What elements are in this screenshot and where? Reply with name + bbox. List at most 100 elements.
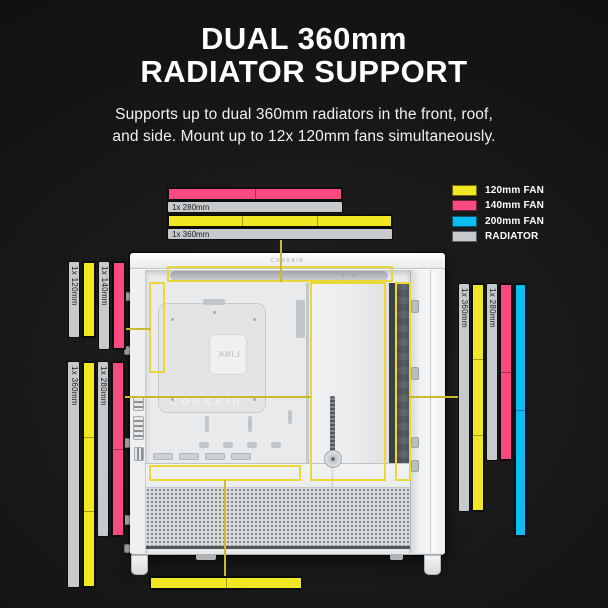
fan-segment bbox=[169, 189, 255, 199]
panel-clip bbox=[411, 460, 419, 472]
page-subtitle: Supports up to dual 360mm radiators in t… bbox=[112, 106, 496, 145]
legend-row-radiator: RADIATOR bbox=[452, 231, 544, 243]
fan-mount-notch bbox=[199, 442, 209, 448]
cable-cutout bbox=[205, 416, 209, 432]
case-front-panel bbox=[410, 270, 445, 553]
front-filter-mount-zone bbox=[395, 282, 411, 481]
fan-segment bbox=[169, 216, 242, 226]
front-120mm-radiator-bar: 1x 120mm bbox=[68, 261, 80, 338]
fan-mount-notch bbox=[247, 442, 257, 448]
fan-mount-notch bbox=[223, 442, 233, 448]
legend-label-radiator: RADIATOR bbox=[485, 231, 539, 242]
front-280mm-fan-bar bbox=[111, 361, 125, 537]
panel-clip bbox=[411, 367, 419, 380]
front-360mm-radiator-bar: 1x 360mm bbox=[67, 361, 80, 588]
rear-knob bbox=[124, 544, 130, 553]
standoff-dot bbox=[253, 318, 256, 321]
page-title: DUAL 360mm RADIATOR SUPPORT bbox=[140, 21, 468, 89]
cable-cutout bbox=[296, 300, 305, 338]
standoff-dot bbox=[253, 398, 256, 401]
roof-fan-rail bbox=[170, 271, 388, 281]
fan-segment bbox=[473, 359, 483, 434]
front-140mm-radiator-bar: 1x 140mm bbox=[98, 261, 110, 350]
side-280mm-radiator-bar: 1x 280mm bbox=[486, 283, 498, 461]
shroud-vent-slot bbox=[153, 453, 173, 460]
case-bottom-tab bbox=[196, 555, 216, 560]
rail-brand-text: CORSAIR bbox=[330, 466, 335, 488]
fan-segment bbox=[516, 285, 525, 410]
legend-label-200mm-fan: 200mm FAN bbox=[485, 215, 545, 227]
legend-row-200mm-fan: 200mm FAN bbox=[452, 215, 544, 227]
front-140mm-fan-bar bbox=[112, 261, 126, 350]
panel-clip bbox=[411, 300, 419, 313]
fan-segment bbox=[84, 263, 94, 336]
cable-cutout bbox=[248, 416, 252, 432]
fan-segment bbox=[84, 436, 94, 512]
roof-140mm-fan-bar bbox=[167, 187, 343, 201]
fan-segment bbox=[516, 409, 525, 536]
standoff-dot bbox=[171, 318, 174, 321]
shroud-vent-slot bbox=[205, 453, 225, 460]
fan-segment bbox=[501, 371, 511, 460]
legend-label-140mm-fan: 140mm FAN bbox=[485, 200, 545, 211]
icue-link-hub: LINK bbox=[209, 334, 247, 375]
legend-swatch-radiator bbox=[452, 231, 477, 242]
case-foot bbox=[424, 555, 441, 575]
side-mount-panel bbox=[311, 283, 389, 480]
legend-row-140mm-fan: 140mm FAN bbox=[452, 200, 544, 212]
connector-line-bottom bbox=[224, 480, 226, 577]
fan-segment bbox=[113, 448, 123, 536]
legend-swatch-120mm-fan bbox=[452, 184, 477, 196]
legend-swatch-200mm-fan bbox=[452, 215, 477, 227]
legend-swatch-140mm-fan bbox=[452, 200, 477, 211]
tray-tab bbox=[203, 299, 225, 305]
shroud-vent-slot bbox=[179, 453, 199, 460]
standoff-dot bbox=[171, 398, 174, 401]
front-upper-mount-zone bbox=[149, 282, 165, 373]
pci-slot-covers bbox=[133, 416, 144, 440]
screw-icon bbox=[342, 274, 345, 277]
fan-segment bbox=[84, 363, 94, 437]
cable-anchor-center bbox=[331, 457, 335, 461]
case-foot bbox=[131, 555, 148, 575]
connector-line-roof bbox=[280, 239, 282, 282]
fan-segment bbox=[84, 511, 94, 586]
rear-knob bbox=[124, 346, 130, 355]
hub-label: LINK bbox=[216, 350, 240, 359]
fan-segment bbox=[151, 578, 226, 588]
connector-line-front-lower bbox=[124, 396, 311, 398]
fan-segment bbox=[225, 578, 302, 588]
roof-120mm-fan-bar bbox=[167, 214, 393, 228]
standoff-dot bbox=[213, 311, 216, 314]
front-filter-groove bbox=[389, 283, 397, 480]
legend-row-120mm-fan: 120mm FAN bbox=[452, 184, 544, 196]
psu-shroud bbox=[146, 463, 410, 487]
roof-280mm-radiator-bar: 1x 280mm bbox=[167, 201, 343, 213]
legend-label-120mm-fan: 120mm FAN bbox=[485, 184, 545, 196]
front-360mm-fan-bar bbox=[82, 361, 96, 588]
case-bottom-tab bbox=[390, 555, 403, 560]
panel-clip bbox=[411, 437, 419, 448]
fan-segment bbox=[113, 363, 123, 449]
fan-segment bbox=[316, 216, 391, 226]
side-200mm-fan-bar bbox=[514, 283, 527, 537]
cable-tie-rail bbox=[330, 396, 335, 453]
roof-360mm-radiator-bar: 1x 360mm bbox=[167, 228, 393, 240]
tray-brand-text: CORSAIR bbox=[170, 397, 245, 408]
front-dust-filter bbox=[397, 283, 410, 480]
fan-mount-notch bbox=[271, 442, 281, 448]
side-120mm-fan-bar bbox=[471, 283, 485, 512]
shroud-mount-zone bbox=[149, 465, 301, 481]
case-rear-panel bbox=[130, 270, 146, 553]
cable-cutout bbox=[288, 410, 292, 424]
fan-segment bbox=[473, 434, 483, 510]
pci-slot-covers bbox=[133, 397, 144, 411]
case-top-frame bbox=[130, 253, 445, 269]
fan-segment bbox=[242, 216, 316, 226]
bottom-120mm-fan-bar bbox=[149, 576, 303, 590]
front-280mm-radiator-bar: 1x 280mm bbox=[97, 361, 109, 537]
legend: 120mm FAN 140mm FAN 200mm FAN RADIATOR bbox=[452, 184, 544, 246]
psu-shroud-mesh bbox=[146, 487, 410, 549]
connector-line-front-upper bbox=[124, 328, 151, 330]
